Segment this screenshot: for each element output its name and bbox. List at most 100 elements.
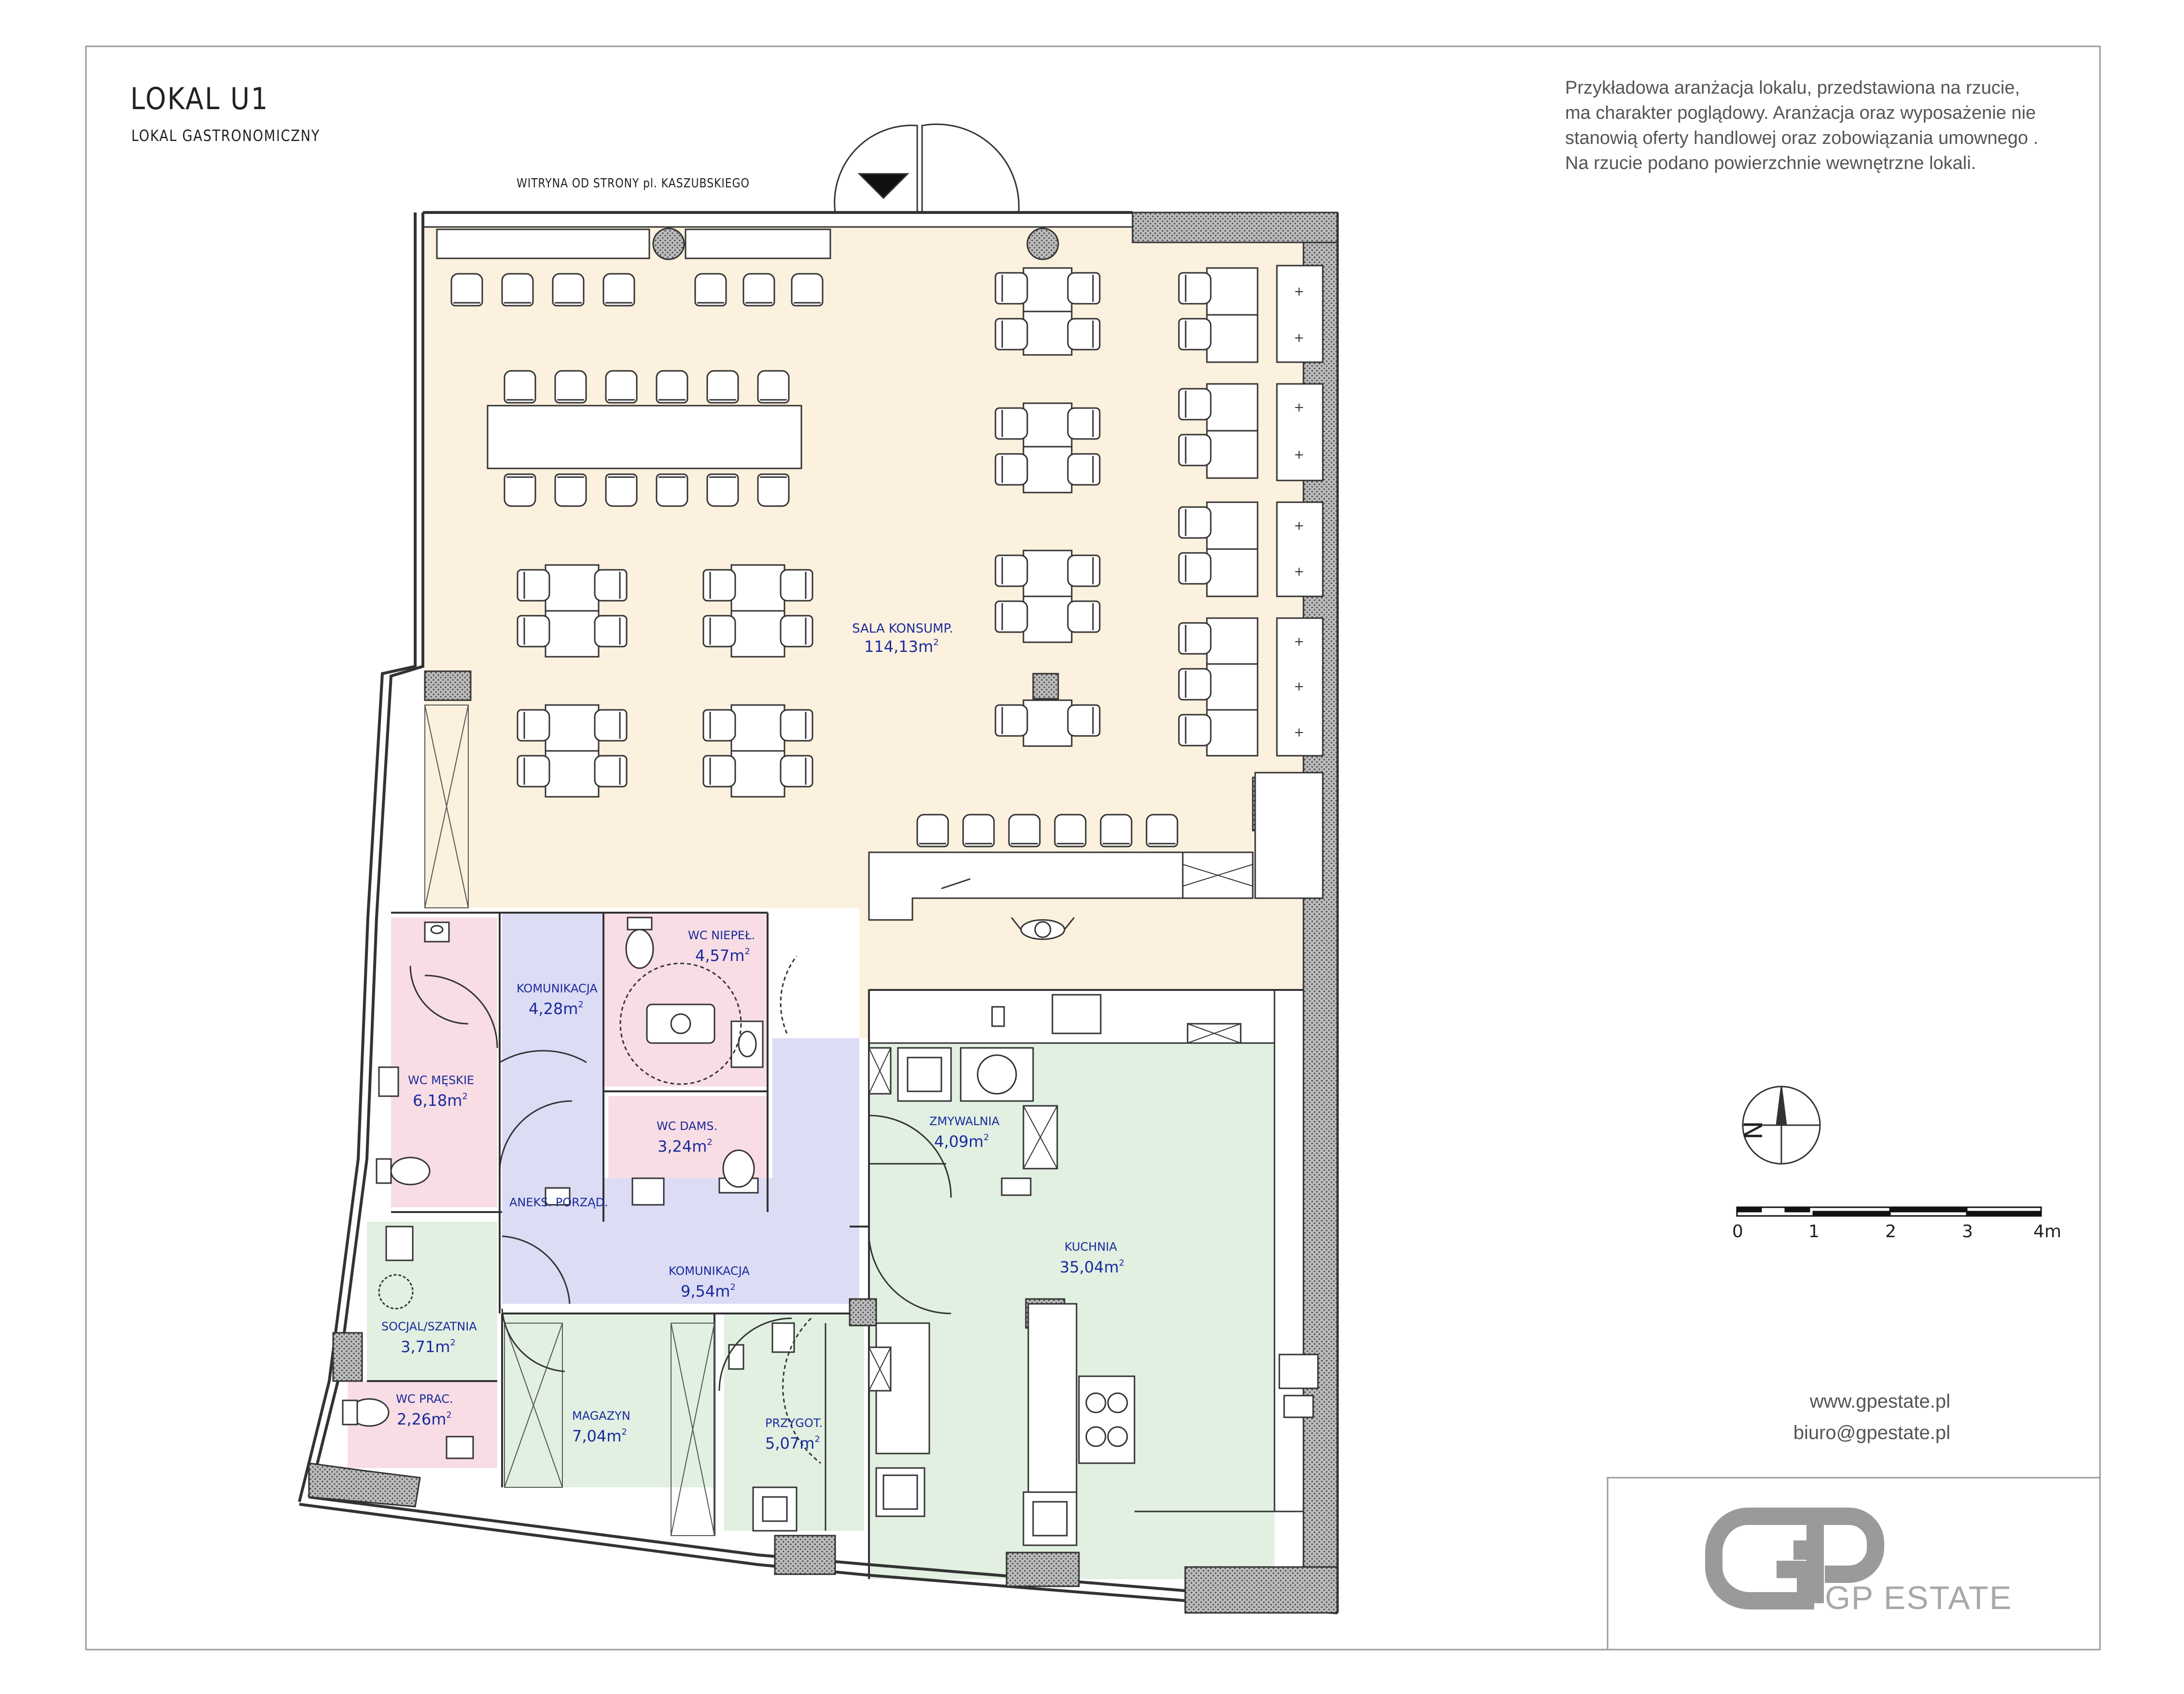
compass-label: N	[1739, 1121, 1768, 1140]
chair	[450, 273, 483, 307]
entrance-label: WITRYNA OD STRONY pl. KASZUBSKIEGO	[517, 176, 750, 191]
magazyn-name: MAGAZYN	[572, 1409, 630, 1423]
chair	[594, 709, 628, 742]
komunikacja-small-name: KOMUNIKACJA	[517, 982, 598, 995]
chair	[1067, 272, 1101, 305]
svg-text:+: +	[1294, 725, 1304, 740]
chair	[1178, 388, 1212, 421]
disclaimer-line: stanowią oferty handlowej oraz zobowiąza…	[1565, 128, 2039, 148]
svg-text:+: +	[1294, 519, 1304, 533]
zmywalnia-name: ZMYWALNIA	[929, 1115, 1000, 1128]
chair	[1067, 407, 1101, 440]
chair	[994, 318, 1028, 351]
svg-text:2,26m2: 2,26m2	[397, 1410, 452, 1428]
chair	[1178, 552, 1212, 585]
chair	[994, 704, 1028, 737]
svg-text:35,04m2: 35,04m2	[1060, 1258, 1124, 1276]
komunikacja-big-area: 9,54m	[681, 1282, 730, 1300]
komunikacja-small-fill	[502, 913, 603, 1178]
przygot-name: PRZYGOT.	[765, 1416, 823, 1430]
compass-icon	[1742, 1086, 1821, 1165]
website-link[interactable]: www.gpestate.pl	[1809, 1391, 1950, 1412]
chair	[602, 273, 635, 307]
chair	[994, 600, 1028, 633]
wc-fixtures	[342, 917, 798, 1532]
svg-text:+: +	[1294, 565, 1304, 579]
svg-text:+: +	[1294, 400, 1304, 415]
chair	[1178, 714, 1212, 747]
sala-area: 114,13m	[864, 637, 933, 656]
svg-text:3,24m2: 3,24m2	[658, 1137, 713, 1156]
chair	[916, 814, 949, 847]
svg-text:3,71m2: 3,71m2	[401, 1338, 456, 1356]
chair	[780, 755, 813, 788]
aneks-name: ANEKS. PORZĄD.	[509, 1196, 608, 1209]
chair	[1067, 554, 1101, 587]
scale-label: 4m	[2033, 1222, 2061, 1242]
chair	[554, 473, 587, 507]
waiter-figure	[1010, 917, 1075, 940]
chair	[1146, 814, 1178, 847]
chair	[594, 755, 628, 788]
chair	[994, 453, 1028, 486]
chair	[702, 569, 736, 602]
svg-text:7,04m2: 7,04m2	[572, 1427, 627, 1445]
chair	[1008, 814, 1041, 847]
chair	[1178, 318, 1212, 351]
chair	[1178, 506, 1212, 539]
page-title: LOKAL U1	[130, 81, 269, 116]
chair	[656, 473, 688, 507]
magazyn-fill	[502, 1313, 714, 1487]
svg-text:+: +	[1294, 284, 1304, 299]
sala-furniture	[436, 228, 1324, 921]
chair	[517, 709, 550, 742]
chair	[702, 709, 736, 742]
chair	[706, 473, 739, 507]
socjal-name: SOCJAL/SZATNIA	[381, 1320, 477, 1333]
email-link[interactable]: biuro@gpestate.pl	[1793, 1422, 1950, 1443]
wc-dams-area: 3,24m	[658, 1137, 707, 1156]
logo-text: GP ESTATE	[1825, 1580, 2013, 1616]
chair	[994, 554, 1028, 587]
svg-text:+: +	[1294, 679, 1304, 694]
scale-label: 1	[1808, 1222, 1820, 1242]
wc-prac-area: 2,26m	[397, 1410, 446, 1428]
chair	[702, 755, 736, 788]
wc-prac-name: WC PRAC.	[396, 1392, 453, 1406]
kitchen-equipment	[771, 989, 1319, 1546]
disclaimer-line: ma charakter poglądowy. Aranżacja oraz w…	[1565, 103, 2036, 123]
chair	[517, 755, 550, 788]
przygot-area: 5,07m	[765, 1434, 814, 1453]
chair	[757, 473, 790, 507]
svg-text:4,28m2: 4,28m2	[529, 1000, 584, 1018]
wc-niepel-name: WC NIEPEŁ.	[688, 929, 755, 942]
kuchnia-name: KUCHNIA	[1064, 1240, 1117, 1254]
chair	[962, 814, 995, 847]
chair	[1178, 434, 1212, 466]
entrance-door	[834, 123, 1020, 213]
komunikacja-big-name: KOMUNIKACJA	[669, 1264, 750, 1278]
svg-text:+: +	[1294, 331, 1304, 345]
svg-text:+: +	[1294, 448, 1304, 462]
chair	[706, 370, 739, 404]
socjal-area: 3,71m	[401, 1338, 450, 1356]
chair	[1067, 600, 1101, 633]
chair	[780, 615, 813, 648]
chair	[1100, 814, 1133, 847]
scale-label: 2	[1885, 1222, 1896, 1242]
svg-text:114,13m2: 114,13m2	[864, 637, 939, 656]
svg-text:9,54m2: 9,54m2	[681, 1282, 736, 1300]
chair	[791, 273, 824, 307]
disclaimer-line: Na rzucie podano powierzchnie wewnętrzne…	[1565, 153, 1976, 173]
chair	[504, 473, 536, 507]
wc-niepel-area: 4,57m	[695, 946, 744, 965]
kuchnia-area: 35,04m	[1060, 1258, 1119, 1276]
disclaimer-text: Przykładowa aranżacja lokalu, przedstawi…	[1565, 75, 2125, 176]
chair	[517, 615, 550, 648]
chair	[594, 569, 628, 602]
chair	[702, 615, 736, 648]
chair	[504, 370, 536, 404]
scale-bar	[1736, 1206, 2042, 1217]
doors	[409, 956, 952, 1464]
